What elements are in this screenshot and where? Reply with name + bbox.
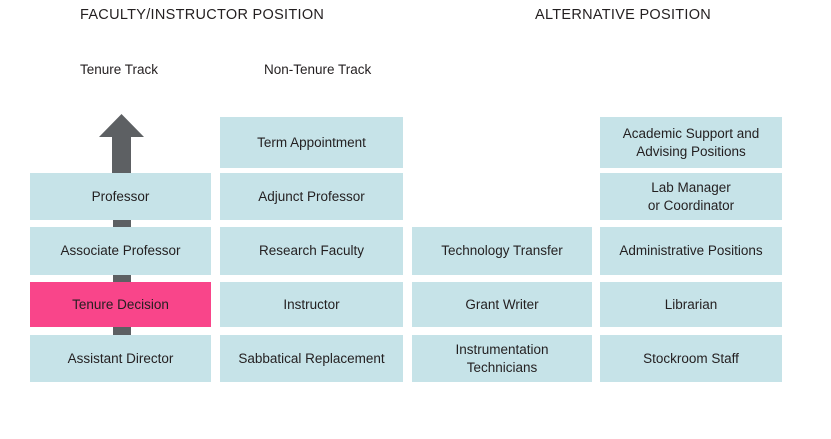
section-title-faculty-instructor-position: FACULTY/INSTRUCTOR POSITION <box>80 7 325 23</box>
position-box-term-appointment[interactable]: Term Appointment <box>220 117 403 168</box>
position-box-administrative-positions[interactable]: Administrative Positions <box>600 227 782 275</box>
position-box-instructor[interactable]: Instructor <box>220 282 403 327</box>
position-label: Professor <box>91 188 150 204</box>
position-box-adjunct-professor[interactable]: Adjunct Professor <box>220 173 403 220</box>
column-header-tenure-track: Tenure Track <box>80 62 159 77</box>
upward-progression-arrow <box>99 114 144 176</box>
position-label: Assistant Director <box>67 350 174 366</box>
column-header-non-tenure-track: Non-Tenure Track <box>264 62 372 77</box>
position-box-professor[interactable]: Professor <box>30 173 211 220</box>
position-label: Technology Transfer <box>441 243 563 259</box>
position-label: Stockroom Staff <box>643 350 739 366</box>
position-box-research-faculty[interactable]: Research Faculty <box>220 227 403 275</box>
position-label: Research Faculty <box>258 243 365 259</box>
position-label: Grant Writer <box>465 296 539 312</box>
position-box-technology-transfer[interactable]: Technology Transfer <box>412 227 592 275</box>
position-label: Associate Professor <box>60 243 181 259</box>
connector-associate-professor-to-tenure-decision <box>113 275 131 282</box>
position-label: Sabbatical Replacement <box>238 350 385 366</box>
position-label: Librarian <box>664 296 718 312</box>
position-label: Adjunct Professor <box>258 188 365 204</box>
connector-tenure-decision-to-assistant-director <box>113 327 131 335</box>
position-label: Tenure Decision <box>72 296 169 312</box>
section-title-alternative-position: ALTERNATIVE POSITION <box>535 7 712 23</box>
position-label: Term Appointment <box>257 134 366 150</box>
arrow-up-icon <box>99 114 144 176</box>
position-box-assistant-director[interactable]: Assistant Director <box>30 335 211 382</box>
position-label: Instructor <box>283 296 340 312</box>
position-box-grant-writer[interactable]: Grant Writer <box>412 282 592 327</box>
position-box-stockroom-staff[interactable]: Stockroom Staff <box>600 335 782 382</box>
position-box-librarian[interactable]: Librarian <box>600 282 782 327</box>
position-box-associate-professor[interactable]: Associate Professor <box>30 227 211 275</box>
position-box-tenure-decision[interactable]: Tenure Decision <box>30 282 211 327</box>
position-label: Administrative Positions <box>619 243 763 259</box>
position-box-sabbatical-replacement[interactable]: Sabbatical Replacement <box>220 335 403 382</box>
